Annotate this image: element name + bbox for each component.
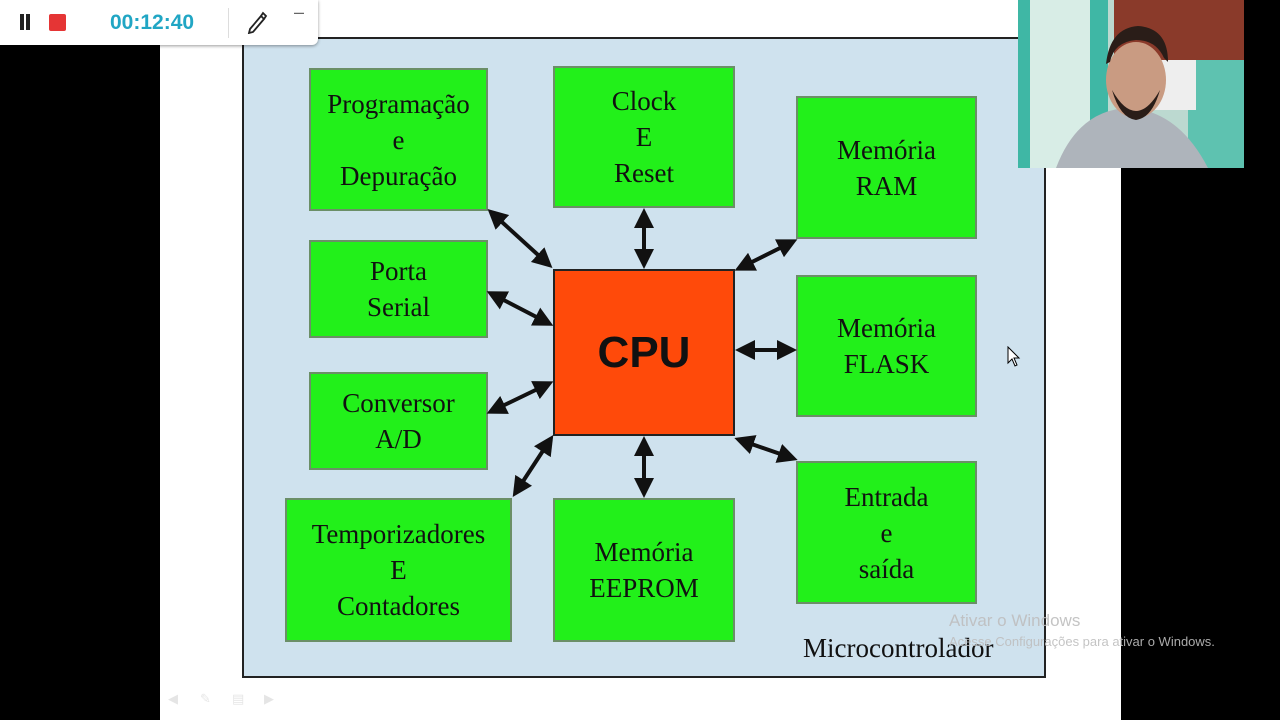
block-porta-serial: Porta Serial (309, 240, 488, 338)
screen-recorder-toolbar: 00:12:40 – (0, 0, 318, 45)
block-line: Memória (837, 134, 936, 165)
block-line: Memória (837, 313, 936, 343)
block-memoria-flask: Memória FLASK (796, 275, 977, 417)
block-programacao: Programação e Depuração (309, 68, 488, 211)
block-line: e (392, 124, 405, 155)
block-line: Serial (367, 292, 430, 322)
pen-icon[interactable] (246, 10, 268, 35)
block-line: saída (858, 553, 915, 584)
block-line: Programação (327, 88, 470, 119)
pause-icon[interactable] (18, 14, 32, 30)
slideshow-controls: ◀ ✎ ▤ ▶ (168, 692, 282, 707)
block-entrada-saida: Entrada e saída (796, 461, 977, 604)
block-temporizadores: Temporizadores E Contadores (285, 498, 512, 642)
watermark-title: Ativar o Windows (949, 611, 1081, 630)
block-line: EEPROM (589, 573, 699, 603)
block-line: Temporizadores (311, 519, 486, 549)
microcontroller-label: Microcontrolador (803, 633, 994, 663)
stop-icon[interactable] (49, 14, 66, 31)
block-line: Reset (614, 158, 674, 188)
mouse-cursor-icon (1007, 346, 1021, 367)
block-line: Contadores (337, 591, 460, 621)
block-line: FLASK (843, 349, 930, 379)
block-line: Conversor (342, 388, 455, 418)
minimize-button[interactable]: – (294, 2, 305, 22)
block-line: Porta (370, 256, 427, 286)
block-line: A/D (375, 424, 422, 454)
block-line: Memória (594, 537, 694, 567)
block-line: Depuração (340, 160, 457, 191)
block-line: Entrada (844, 481, 929, 512)
block-line: Clock (611, 86, 677, 116)
menu-icon[interactable]: ▤ (232, 692, 245, 707)
cpu-label: CPU (597, 327, 691, 377)
windows-activation-watermark: Ativar o Windows Acesse Configurações pa… (949, 611, 1215, 649)
block-line: E (390, 555, 407, 585)
watermark-subtitle: Acesse Configurações para ativar o Windo… (949, 634, 1215, 649)
block-memoria-ram: Memória RAM (796, 96, 977, 239)
webcam-overlay (1018, 0, 1244, 168)
block-clock-reset: Clock E Reset (553, 66, 735, 208)
block-memoria-eeprom: Memória EEPROM (553, 498, 735, 642)
block-line: E (635, 122, 653, 152)
pen-icon[interactable]: ✎ (200, 692, 211, 707)
recording-timer: 00:12:40 (110, 11, 195, 34)
prev-icon[interactable]: ◀ (168, 692, 178, 707)
block-conversor-ad: Conversor A/D (309, 372, 488, 470)
block-line: RAM (855, 170, 918, 201)
next-icon[interactable]: ▶ (264, 692, 274, 707)
block-line: e (880, 517, 893, 548)
cpu-block: CPU (553, 269, 735, 436)
toolbar-divider (228, 8, 229, 38)
